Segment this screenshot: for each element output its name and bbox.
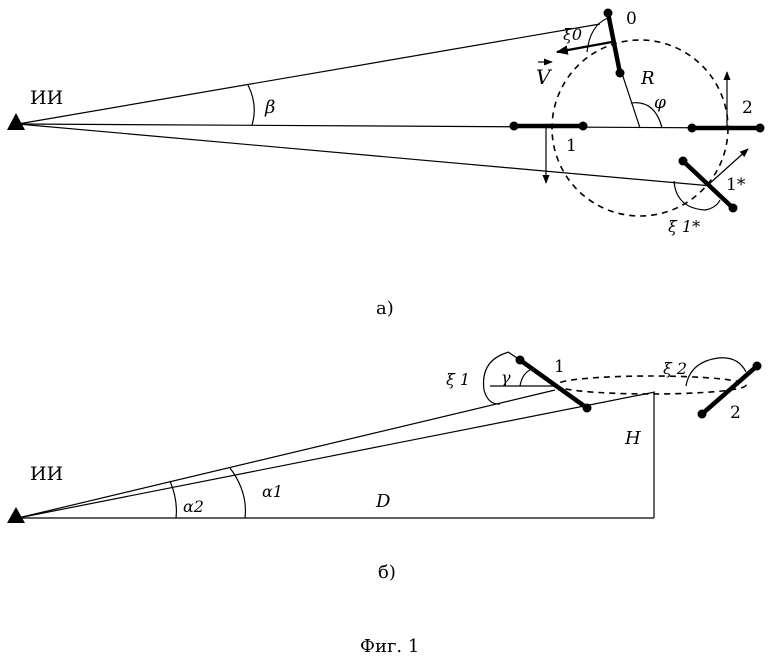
- rod-b-2-end-top: [753, 362, 762, 371]
- gamma-angle-arc: [520, 370, 530, 386]
- rod-1-end-right: [579, 122, 588, 131]
- rod-1-end-left: [510, 122, 519, 131]
- position-1-label: 1: [566, 136, 577, 156]
- rod-b-1-end-bottom: [583, 404, 592, 413]
- rod-2-end-right: [756, 124, 765, 133]
- xi1-label: ξ 1: [446, 370, 470, 389]
- rod-b-2-end-bottom: [698, 410, 707, 419]
- sight-line-to-1star: [18, 124, 712, 186]
- position-2-label: 2: [742, 98, 753, 118]
- panel-b: ИИ α2 α1 D H ξ 1 γ 1 ξ 2 2 б): [7, 352, 762, 583]
- source-label-b: ИИ: [30, 463, 63, 485]
- radius-label: R: [640, 68, 655, 89]
- panel-a: ИИ β R φ 0 ξ0 V 1: [7, 9, 765, 320]
- beta-angle-arc: [248, 85, 254, 125]
- source-marker-a: [7, 113, 25, 130]
- rod-2-end-left: [688, 124, 697, 133]
- alpha2-label: α2: [183, 497, 204, 516]
- phi-label: φ: [654, 93, 666, 113]
- rod-0-end-top: [604, 9, 613, 18]
- rod-1star-end-top: [679, 157, 688, 166]
- beta-label: β: [264, 97, 275, 118]
- position-1star-label: 1*: [726, 175, 746, 195]
- height-label: H: [624, 428, 641, 449]
- xi1star-label: ξ 1*: [668, 217, 700, 236]
- caption-b: б): [378, 562, 396, 583]
- figure-caption: Фиг. 1: [360, 636, 419, 657]
- alpha1-label: α1: [262, 482, 283, 501]
- sight-line-to-1: [18, 390, 555, 518]
- distance-label: D: [375, 491, 391, 512]
- position-1-label-b: 1: [554, 357, 565, 377]
- position-2-label-b: 2: [730, 403, 741, 423]
- sight-line-horizontal: [18, 124, 735, 128]
- velocity-label: V: [536, 65, 553, 89]
- source-marker-b: [7, 507, 25, 523]
- source-label-a: ИИ: [30, 87, 63, 109]
- xi2-label: ξ 2: [663, 359, 687, 378]
- rod-0-end-bottom: [616, 69, 625, 78]
- gamma-label: γ: [501, 368, 511, 387]
- xi1star-angle-arc: [674, 181, 720, 210]
- rod-1star-end-bottom: [729, 204, 738, 213]
- xi0-label: ξ0: [563, 25, 582, 44]
- caption-a: а): [376, 298, 394, 319]
- sight-line-to-2: [18, 392, 655, 518]
- rod-b-1-end-top: [516, 356, 525, 365]
- sight-line-to-0: [18, 24, 600, 124]
- orbit-ellipse: [556, 376, 746, 394]
- position-0-label: 0: [626, 9, 637, 29]
